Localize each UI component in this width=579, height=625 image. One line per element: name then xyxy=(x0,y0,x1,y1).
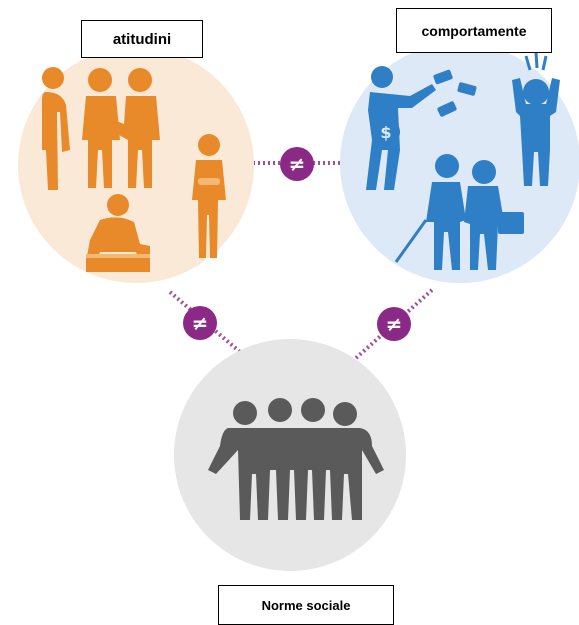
not-equal-badge-top: ≠ xyxy=(280,147,314,181)
svg-text:$: $ xyxy=(380,123,391,142)
not-equal-icon: ≠ xyxy=(289,152,306,176)
attitudes-people-icon xyxy=(42,67,226,272)
not-equal-badge-right: ≠ xyxy=(377,307,411,341)
behaviour-people-icon: $ xyxy=(366,51,560,270)
norms-label: Norme sociale xyxy=(218,585,394,625)
norms-people-icon xyxy=(208,398,384,520)
not-equal-icon: ≠ xyxy=(192,311,209,335)
behaviour-label: comportamente xyxy=(396,8,552,53)
attitudes-label: atitudini xyxy=(81,20,203,58)
not-equal-badge-left: ≠ xyxy=(183,306,217,340)
not-equal-icon: ≠ xyxy=(386,312,403,336)
